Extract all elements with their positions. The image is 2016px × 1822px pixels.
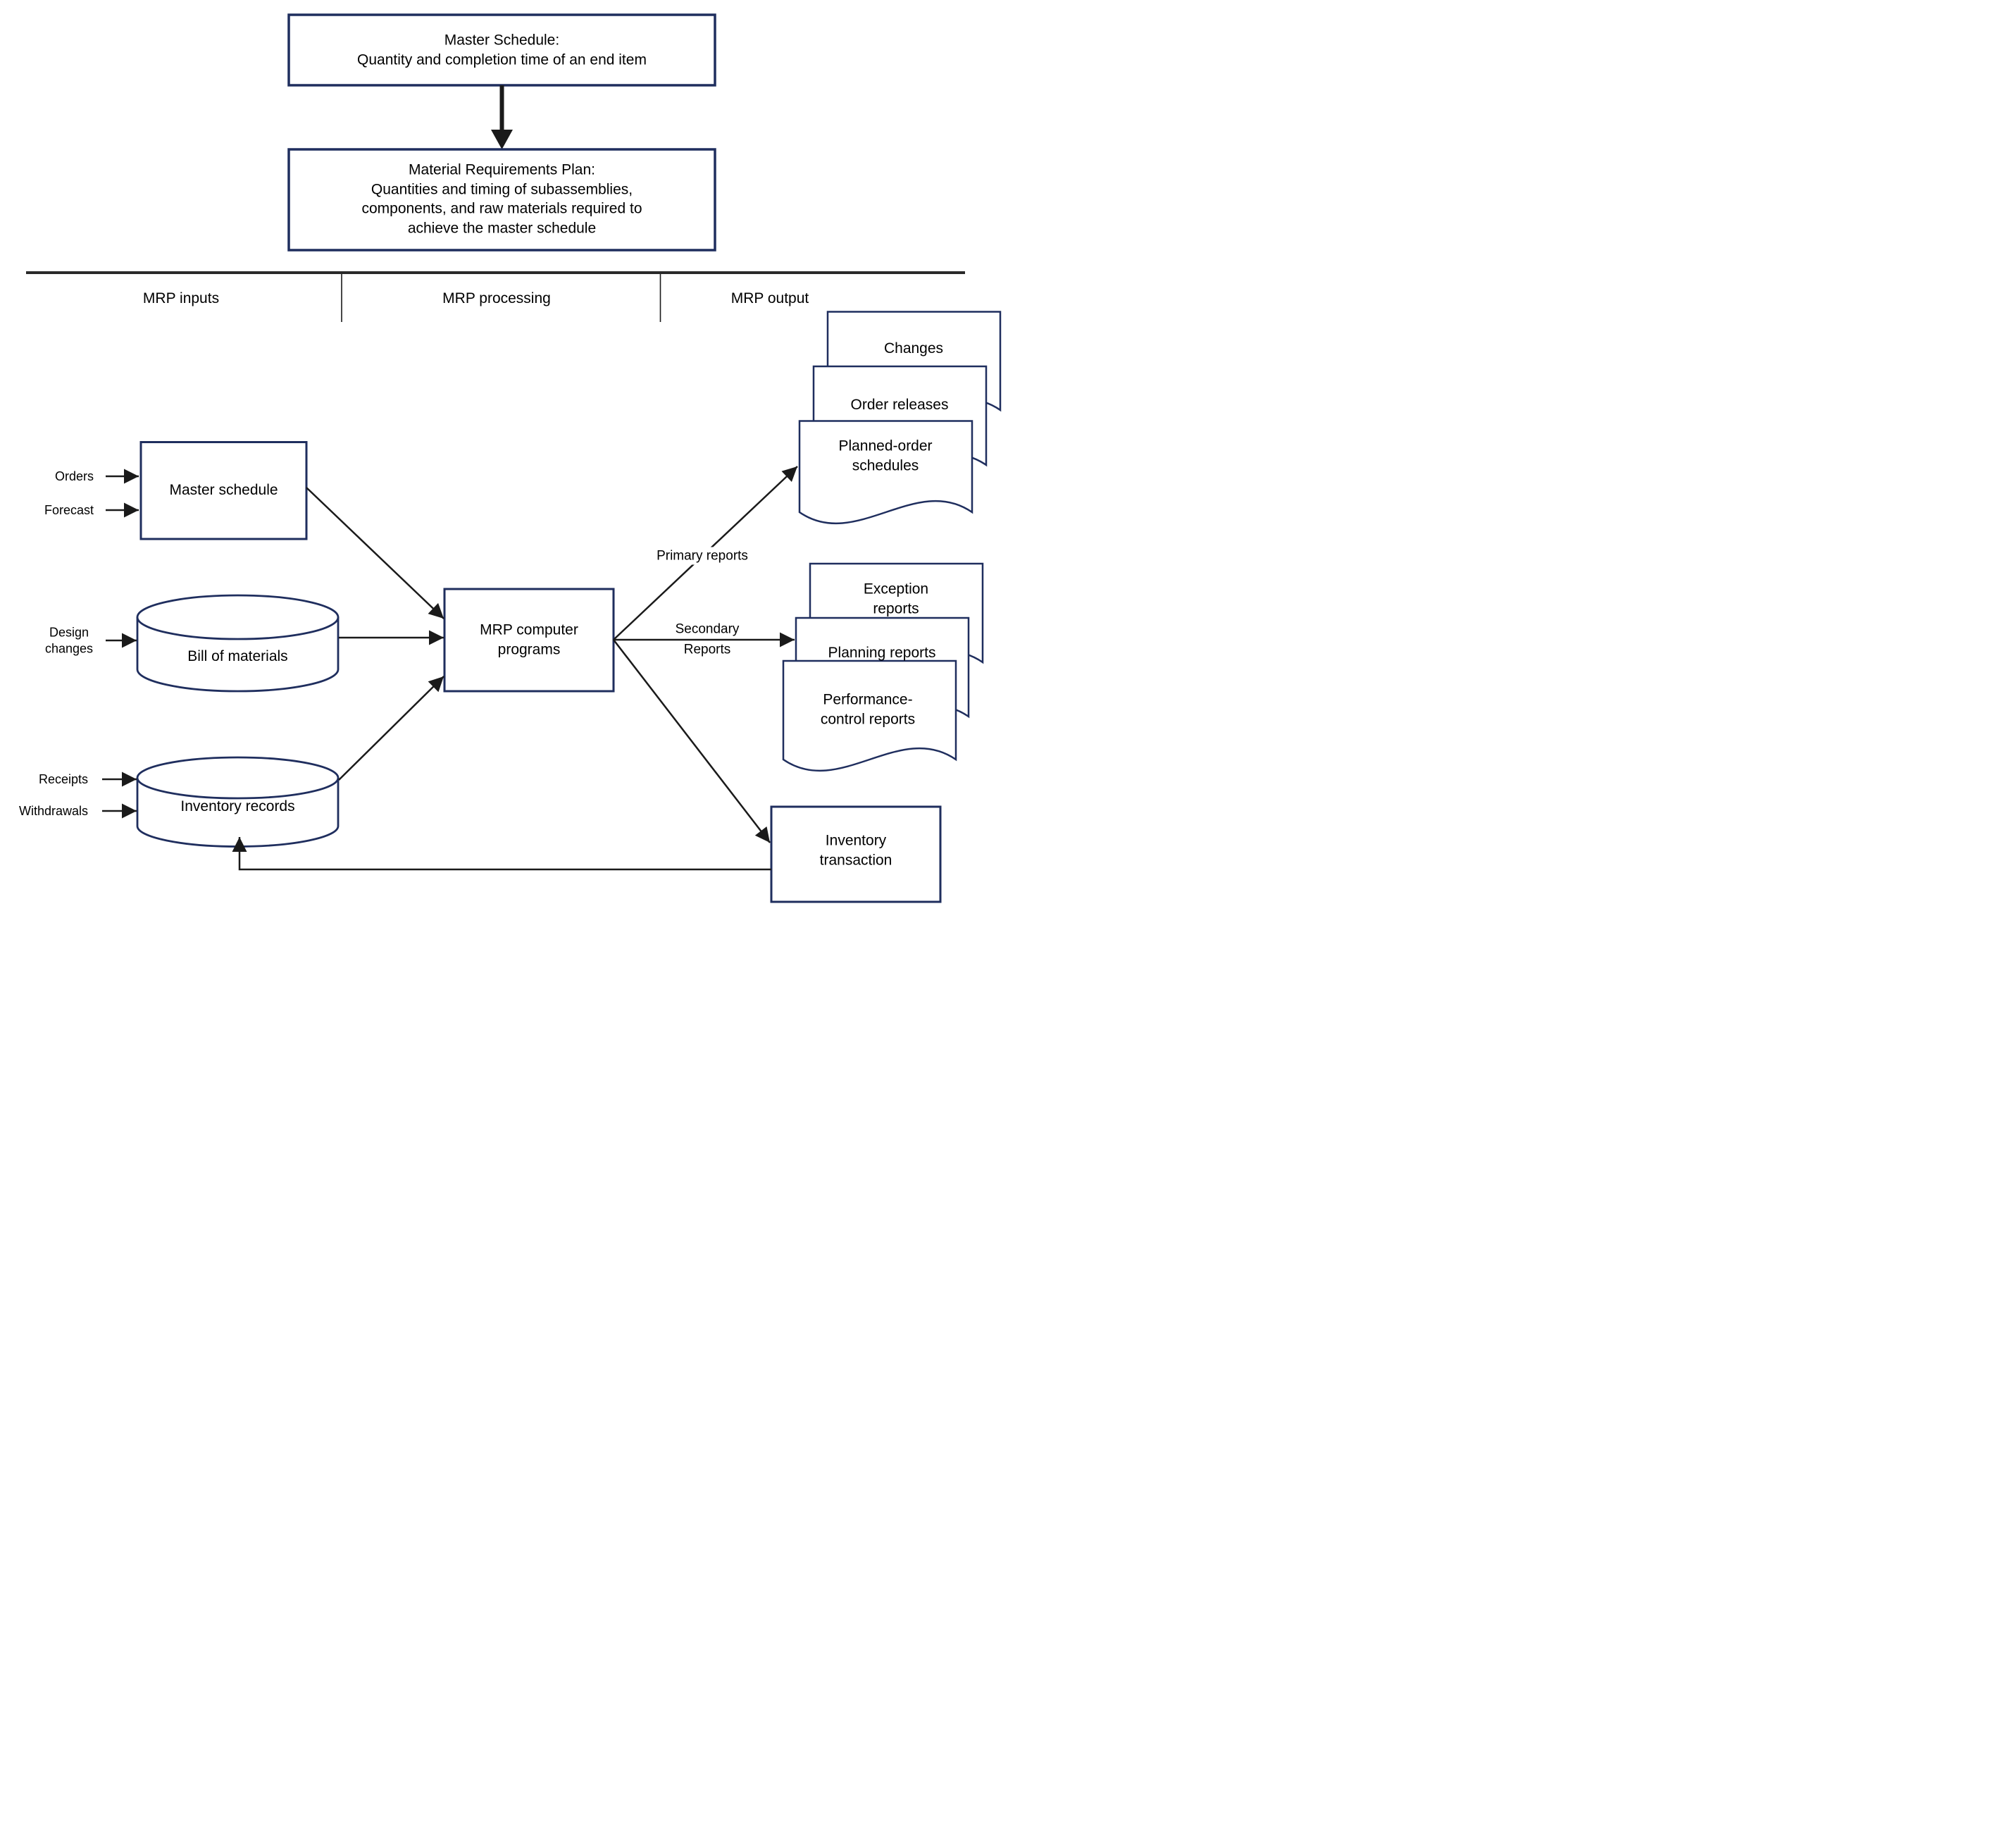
planned-order-schedules-document [798, 420, 973, 525]
withdrawals-label: Withdrawals [18, 803, 88, 818]
planning-reports-document-text: Planning reports [828, 645, 936, 662]
mrp-to-inventory-transaction-arrow [613, 639, 771, 843]
master-schedule-summary-text: Master Schedule: Quantity and completion… [357, 32, 647, 68]
secondary-reports-label: Secondary Reports [675, 621, 740, 657]
mrp-plan-summary-box [287, 148, 716, 252]
orders-label: Orders [54, 469, 94, 483]
section-label-mrp-inputs: MRP inputs [142, 290, 220, 307]
performance-control-reports-document [782, 659, 957, 772]
receipts-label: Receipts [38, 771, 88, 786]
mrp-computer-programs-text: MRP computer programs [480, 621, 578, 657]
section-label-mrp-output: MRP output [730, 290, 809, 307]
design-changes-label: Design changes [44, 625, 93, 656]
mrp-flow-diagram: Master Schedule: Quantity and completion… [0, 0, 1008, 911]
inventory-records-cylinder-top [136, 756, 340, 800]
mrp-plan-summary-text: Material Requirements Plan: Quantities a… [361, 161, 642, 237]
exception-reports-document-text: Exception reports [863, 581, 929, 616]
master-schedule-summary-box [287, 13, 716, 87]
master-schedule-box [139, 441, 308, 540]
diagram-shapes-layer [26, 13, 1002, 903]
section-label-mrp-processing: MRP processing [442, 290, 551, 307]
inventory-transaction-feedback-arrow [232, 837, 771, 871]
order-releases-document-text: Order releases [850, 397, 949, 414]
inventory-transaction-text: Inventory transaction [819, 832, 892, 868]
changes-document-text: Changes [883, 340, 944, 357]
bill-of-materials-cylinder-top [136, 594, 340, 640]
planned-order-schedules-document-text: Planned-order schedules [838, 438, 933, 473]
master-schedule-box-text: Master schedule [169, 482, 278, 499]
bill-of-materials-text: Bill of materials [187, 648, 288, 665]
inventory-records-text: Inventory records [180, 798, 295, 815]
primary-reports-label: Primary reports [652, 547, 752, 565]
inventory-transaction-box [770, 805, 942, 903]
forecast-label: Forecast [44, 502, 94, 517]
mrp-computer-programs-box [443, 588, 615, 693]
master-to-plan-arrow-head [491, 130, 513, 149]
inventory-records-to-mrp-arrow [338, 676, 444, 781]
master-schedule-to-mrp-arrow [306, 487, 444, 619]
performance-control-reports-document-text: Performance- control reports [820, 691, 916, 727]
